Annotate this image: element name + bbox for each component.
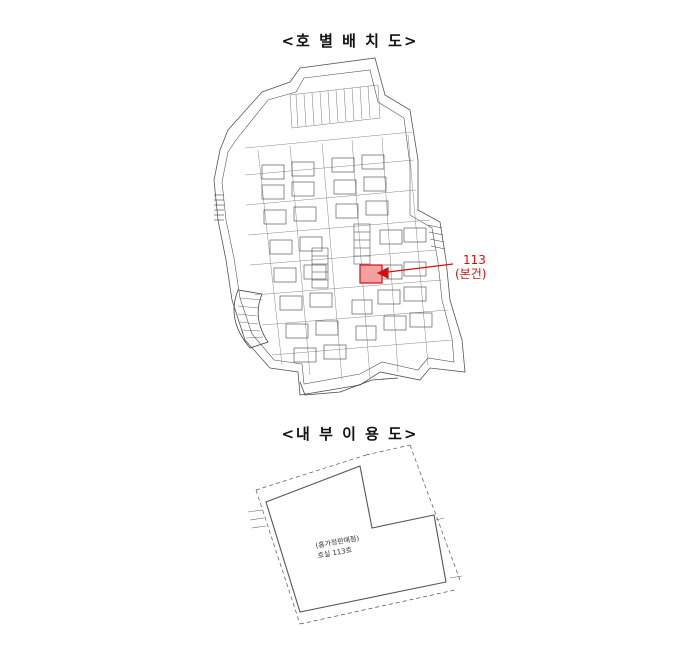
floor-layout-title: <호 별 배 치 도> bbox=[281, 32, 419, 50]
hatched-roof-area bbox=[289, 84, 381, 129]
grid-lines bbox=[244, 131, 453, 381]
unit-blocks bbox=[261, 154, 433, 363]
stair-core bbox=[311, 223, 371, 289]
interior-plan-title: <내 부 이 용 도> bbox=[281, 425, 419, 443]
unit-number-label: 113 bbox=[463, 253, 486, 267]
unit-use-label: (홈가정판매점) bbox=[315, 533, 360, 550]
subject-unit-arrow bbox=[376, 263, 454, 279]
floor-layout-plan bbox=[213, 57, 466, 396]
room-outline bbox=[265, 465, 447, 613]
curved-stair bbox=[233, 289, 269, 349]
building-outline bbox=[213, 57, 466, 396]
interior-plan bbox=[247, 444, 463, 625]
unit-note-label: (본건) bbox=[455, 267, 486, 281]
